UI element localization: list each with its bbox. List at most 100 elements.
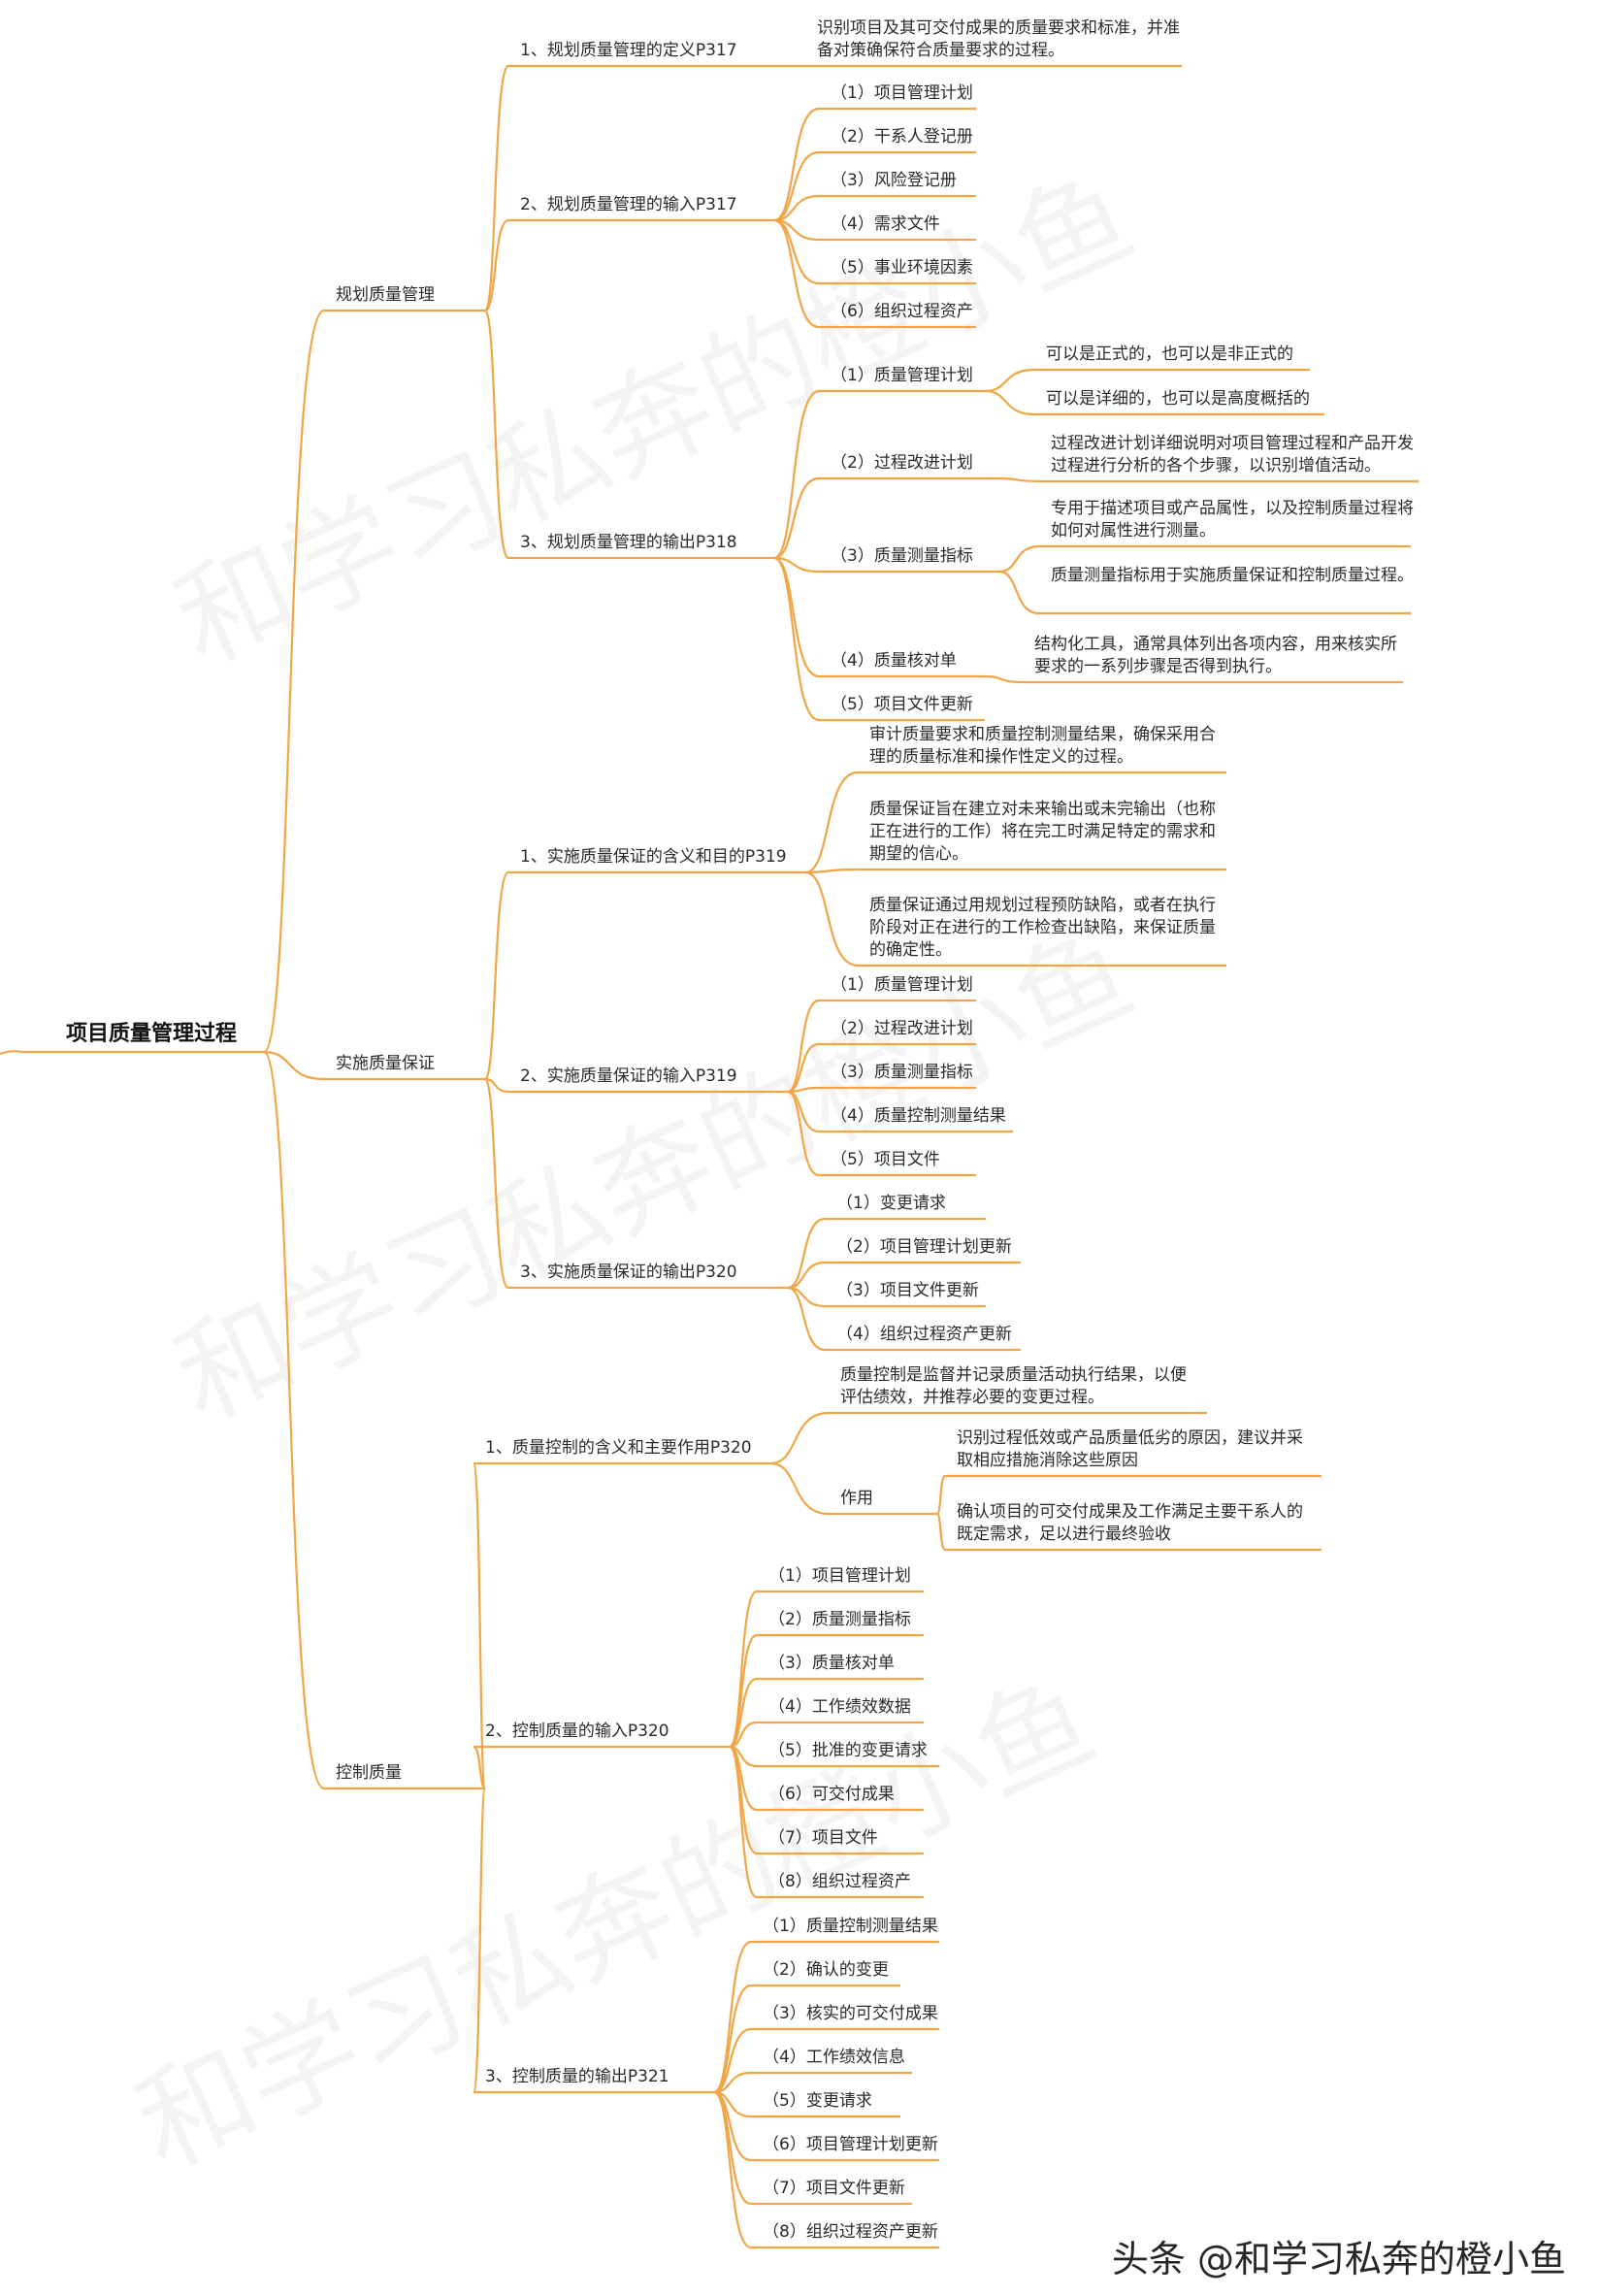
branch-connector: [472, 1461, 487, 1790]
branch-connector: [804, 771, 859, 874]
detail-node: 结构化工具，通常具体列出各项内容，用来核实所要求的一系列步骤是否得到执行。: [1034, 635, 1397, 676]
branch-connector: [713, 1984, 752, 2094]
item-node: （4）工作绩效信息: [763, 2048, 905, 2067]
branch-connector: [998, 570, 1040, 615]
item-node: （2）过程改进计划: [831, 1019, 973, 1038]
item-node: （5）批准的变更请求: [768, 1741, 928, 1760]
topic-node: 2、控制质量的输入P320: [485, 1722, 669, 1741]
branch-connector: [984, 674, 1024, 684]
branch-connector: [773, 389, 820, 560]
item-node: （3）质量测量指标: [831, 1063, 973, 1082]
detail-node: 识别过程低效或产品质量低劣的原因，建议并采取相应措施消除这些原因: [957, 1428, 1303, 1470]
item-node: 质量保证通过用规划过程预防缺陷，或者在执行阶段对正在进行的工作检查出缺陷，来保证…: [869, 896, 1216, 960]
branch-connector: [998, 544, 1040, 574]
branch-connector: [713, 2090, 752, 2249]
item-node: 质量控制是监督并记录质量活动执行结果，以便评估绩效，并推荐必要的变更过程。: [840, 1365, 1187, 1407]
branch-connector: [773, 218, 820, 329]
branch-connector: [728, 1745, 758, 1899]
branch-connector: [729, 1677, 758, 1749]
root-underline: [0, 1050, 264, 1056]
item-node: （5）项目文件: [831, 1150, 940, 1169]
item-node: （7）项目文件更新: [763, 2179, 905, 2198]
topic-node: 1、质量控制的含义和主要作用P320: [485, 1438, 752, 1458]
item-node: （4）工作绩效数据: [768, 1697, 911, 1717]
item-node: （3）质量测量指标: [831, 546, 973, 566]
topic-node: 3、规划质量管理的输出P318: [520, 533, 737, 552]
branch-connector: [483, 309, 510, 560]
topic-node: 2、规划质量管理的输入P317: [520, 195, 737, 214]
detail-node: 专用于描述项目或产品属性，以及控制质量过程将如何对属性进行测量。: [1051, 499, 1414, 541]
branch-connector: [773, 476, 820, 560]
branch-connector: [472, 1787, 487, 2094]
branch-connector: [484, 1077, 509, 1094]
branch-connector: [713, 2071, 752, 2094]
item-node: （1）质量管理计划: [831, 366, 973, 385]
branch-connector: [804, 868, 859, 874]
branch-connector: [713, 2027, 752, 2094]
item-node: （7）项目文件: [768, 1828, 878, 1848]
item-node: （2）干系人登记册: [831, 127, 973, 147]
item-node: （2）质量测量指标: [768, 1610, 911, 1629]
item-node: （3）风险登记册: [831, 171, 957, 190]
branch-connector: [262, 1050, 325, 1790]
detail-node: 过程改进计划详细说明对项目管理过程和产品开发过程进行分析的各个步骤，以识别增值活…: [1051, 434, 1414, 476]
item-node: （4）质量控制测量结果: [831, 1106, 1006, 1126]
branch-connector: [787, 1217, 826, 1290]
branch-connector: [262, 309, 325, 1054]
branch-connector: [729, 1633, 758, 1749]
item-node: （1）项目管理计划: [768, 1566, 911, 1586]
item-node: （1）变更请求: [836, 1194, 946, 1213]
item-node: （1）质量管理计划: [831, 975, 973, 995]
item-node: 质量保证旨在建立对未来输出或未完输出（也称正在进行的工作）将在完工时满足特定的需…: [869, 800, 1216, 864]
item-node: （5）变更请求: [763, 2091, 872, 2111]
branch-connector: [773, 150, 820, 222]
branch-connector: [773, 107, 820, 222]
item-node: （3）核实的可交付成果: [763, 2004, 938, 2023]
branch-connector: [769, 1461, 830, 1516]
detail-node: 可以是正式的，也可以是非正式的: [1046, 344, 1293, 364]
topic-node: 1、规划质量管理的定义P317: [520, 41, 737, 60]
topic-node: 3、实施质量保证的输出P320: [520, 1263, 737, 1282]
branch-connector: [998, 476, 1040, 483]
item-node: 作用: [840, 1489, 873, 1508]
item-node: （6）组织过程资产: [831, 302, 973, 321]
branch-connector: [787, 1261, 826, 1290]
item-node: 审计质量要求和质量控制测量结果，确保采用合理的质量标准和操作性定义的过程。: [869, 725, 1216, 767]
branch-connector: [935, 1512, 947, 1552]
item-node: （1）项目管理计划: [831, 83, 973, 103]
branch-connector: [804, 870, 859, 968]
branch-connector: [484, 218, 509, 312]
branch-connector: [787, 1090, 820, 1177]
branch-connector: [473, 1745, 487, 1790]
branch-connector: [984, 389, 1035, 416]
root-node: 项目质量管理过程: [66, 1022, 238, 1046]
item-node: （2）过程改进计划: [831, 453, 973, 473]
branch-connector: [787, 999, 820, 1094]
item-node: （5）项目文件更新: [831, 695, 973, 714]
item-node: （3）项目文件更新: [836, 1281, 979, 1300]
category-node: 控制质量: [336, 1763, 402, 1783]
item-node: （2）确认的变更: [763, 1960, 889, 1980]
item-node: （1）质量控制测量结果: [763, 1917, 938, 1936]
item-node: （4）组织过程资产更新: [836, 1325, 1012, 1344]
branch-connector: [787, 1042, 820, 1094]
branch-connector: [263, 1050, 325, 1081]
item-node: （4）质量核对单: [831, 651, 957, 671]
category-node: 规划质量管理: [336, 285, 435, 305]
topic-node: 1、实施质量保证的含义和目的P319: [520, 847, 787, 867]
branch-connector: [773, 556, 820, 574]
detail-node: 质量测量指标用于实施质量保证和控制质量过程。: [1051, 566, 1414, 585]
detail-node: 可以是详细的，也可以是高度概括的: [1046, 389, 1310, 409]
category-node: 实施质量保证: [336, 1054, 435, 1073]
item-node: （8）组织过程资产更新: [763, 2222, 938, 2242]
item-node: 识别项目及其可交付成果的质量要求和标准，并准备对策确保符合质量要求的过程。: [817, 18, 1180, 60]
item-node: （2）项目管理计划更新: [836, 1237, 1012, 1257]
branch-connector: [773, 556, 820, 722]
item-node: （6）可交付成果: [768, 1785, 895, 1804]
branch-connector: [787, 1286, 826, 1352]
item-node: （8）组织过程资产: [768, 1872, 911, 1891]
branch-connector: [483, 64, 510, 312]
